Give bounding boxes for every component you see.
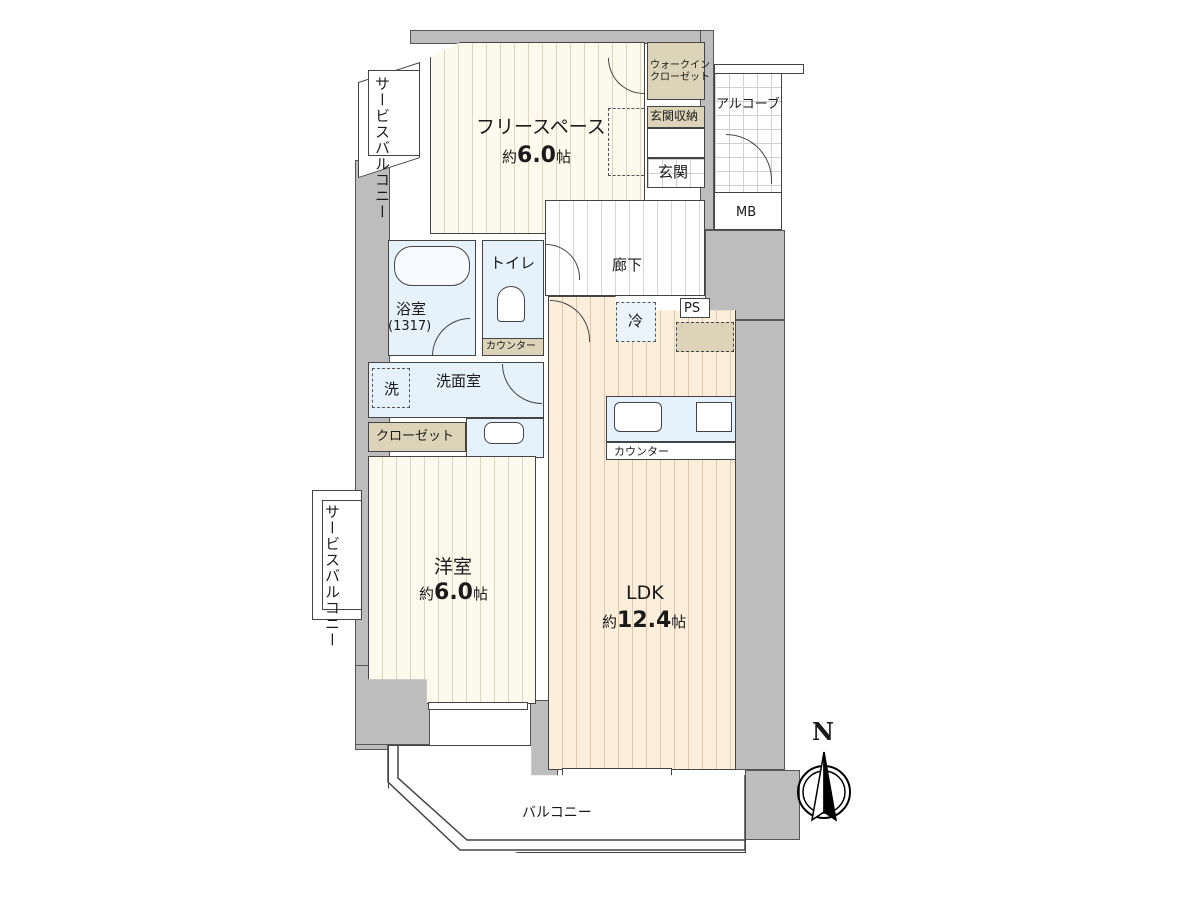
ldk-label: LDK [626,582,664,604]
corridor-label: 廊下 [612,256,643,274]
room-corridor [545,200,705,296]
room-entrance [647,158,705,188]
exterior-wall-bottom-right [745,770,800,840]
western-room-window[interactable] [428,702,528,710]
pipe-space-label-text: PS [684,301,701,316]
room-walk-in-closet [647,42,705,100]
bathtub-icon [394,246,470,286]
free-space-label: フリースペース [476,116,606,138]
compass: N [790,717,860,822]
room-western [368,456,536,704]
toilet-bowl-icon [497,286,525,322]
service-balcony-top-inner [368,70,420,156]
free-space-closet-folding-door[interactable] [608,108,644,176]
toilet-counter [482,338,544,356]
washer-label: 洗 [384,380,400,398]
ldk-area: 約12.4帖 [602,608,687,633]
western-room-label: 洋室 [434,556,473,578]
bathroom-label: 浴室 [396,300,427,318]
alcove-label: アルコーブ [716,97,780,112]
meter-box-label: MB [736,205,757,220]
room-ldk [548,296,736,770]
kitchen-counter-edge [606,442,736,460]
balcony-outline [387,745,746,851]
kitchen-sink-icon [614,402,662,432]
washing-machine-space [372,368,410,408]
room-meter-box [714,192,782,230]
washroom-label: 洗面室 [436,372,482,390]
alcove-top-wall [714,64,804,74]
entrance-storage-doors[interactable] [647,128,705,158]
exterior-wall-right [705,230,785,320]
toilet-counter-label: カウンター [486,341,536,352]
room-entrance-storage [647,106,705,128]
bathroom-size: (1317) [388,319,432,334]
vanity-basin-icon [484,422,524,444]
kitchen-upper-cabinet [676,322,734,352]
pipe-space [680,298,710,318]
stove-icon [696,402,732,432]
service-balcony-left-inner [322,500,362,610]
balcony-label: バルコニー [522,805,592,821]
exterior-wall-right-lower [735,320,785,770]
fridge-label: 冷 [628,312,644,330]
fridge-space [616,302,656,342]
free-space-area: 約6.0帖 [502,143,572,168]
western-room-area: 約6.0帖 [419,580,489,605]
compass-icon [797,751,851,822]
entrance-storage-label: 玄関収納 [650,109,699,123]
kitchen-counter-label: カウンター [614,445,669,458]
compass-north-label: N [812,717,834,746]
walk-in-closet-label: ウォークイン クローゼット [650,60,710,83]
toilet-label: トイレ [490,254,536,272]
closet-label: クローゼット [376,429,455,444]
service-balcony-left-label: サービスバルコニー [323,504,341,648]
service-balcony-top-label: サービスバルコニー [373,76,391,220]
room-closet [368,422,466,452]
entrance-label: 玄関 [658,163,689,181]
